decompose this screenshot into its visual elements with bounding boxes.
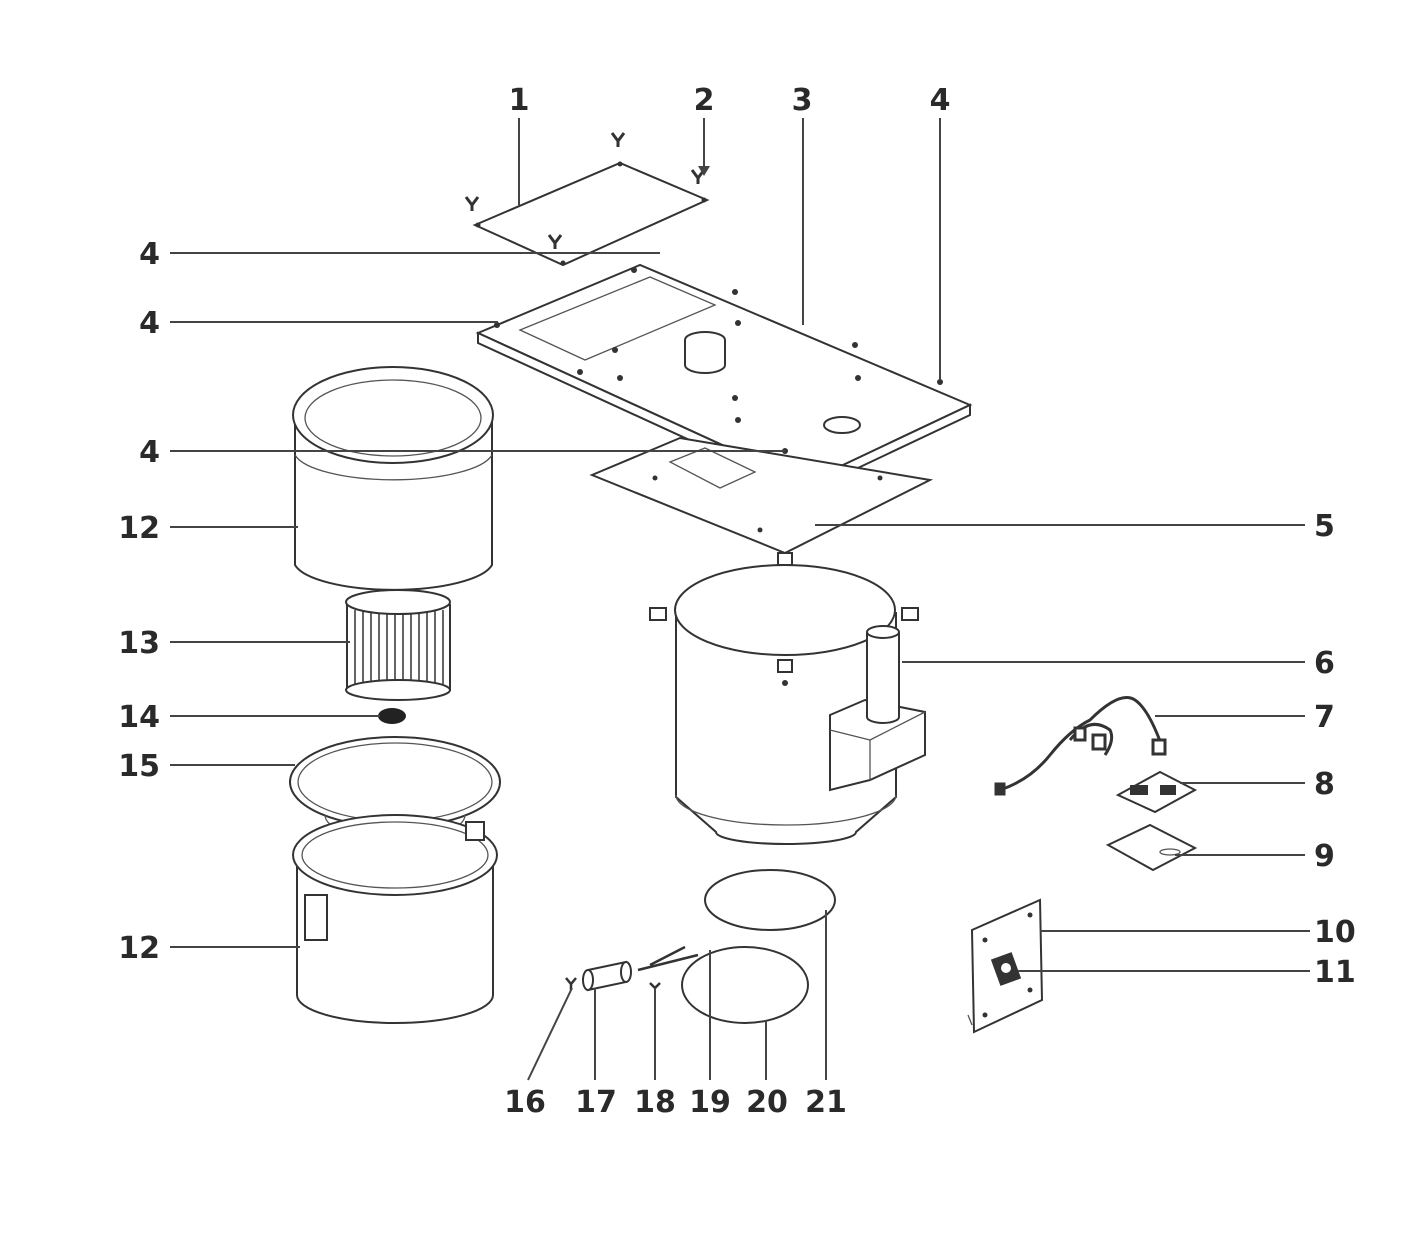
part-12-upper-drum <box>292 366 494 591</box>
part-1-cover-plate <box>472 161 710 267</box>
callout-7: 7 <box>1314 700 1335 735</box>
callout-13: 13 <box>118 626 160 661</box>
callout-4: 4 <box>930 83 951 118</box>
callout-14: 14 <box>118 700 160 735</box>
callout-19: 19 <box>689 1085 731 1120</box>
callout-17: 17 <box>575 1085 617 1120</box>
callout-2: 2 <box>694 83 715 118</box>
part-14-nut <box>378 708 406 724</box>
callout-21: 21 <box>805 1085 847 1120</box>
callout-4: 4 <box>139 435 160 470</box>
part-13-filter <box>345 589 451 701</box>
callout-20: 20 <box>746 1085 788 1120</box>
part-2-screws <box>464 132 706 249</box>
callout-4: 4 <box>139 306 160 341</box>
leader-lines <box>170 118 1310 1081</box>
callout-18: 18 <box>634 1085 676 1120</box>
callouts-right: 5 6 7 8 9 10 11 <box>1314 509 1356 990</box>
callout-10: 10 <box>1314 915 1356 950</box>
part-7-wiring-harness <box>994 696 1167 796</box>
part-6-hopper <box>649 552 926 845</box>
part-9-plate <box>1105 823 1198 872</box>
part-19-rod <box>637 945 699 972</box>
callout-15: 15 <box>118 749 160 784</box>
part-21-disc <box>704 869 836 931</box>
callout-4: 4 <box>139 237 160 272</box>
part-12-lower-drum <box>292 814 498 1024</box>
part-20-disc <box>681 946 809 1024</box>
callout-12: 12 <box>118 511 160 546</box>
callout-5: 5 <box>1314 509 1335 544</box>
callout-11: 11 <box>1314 955 1356 990</box>
part-8-board <box>1115 770 1198 814</box>
part-18-pin <box>649 982 661 990</box>
callout-6: 6 <box>1314 646 1335 681</box>
callouts-bottom: 16 17 18 19 20 21 <box>504 1085 847 1120</box>
callout-12: 12 <box>118 931 160 966</box>
part-10-panel <box>967 898 1044 1034</box>
callout-1: 1 <box>509 83 530 118</box>
part-17-cylinder <box>582 960 632 992</box>
callout-9: 9 <box>1314 839 1335 874</box>
callouts-top: 1 2 3 4 <box>509 83 951 118</box>
callout-3: 3 <box>792 83 813 118</box>
callouts-left: 4 4 4 12 13 14 15 12 <box>118 237 160 966</box>
callout-8: 8 <box>1314 767 1335 802</box>
callout-16: 16 <box>504 1085 546 1120</box>
